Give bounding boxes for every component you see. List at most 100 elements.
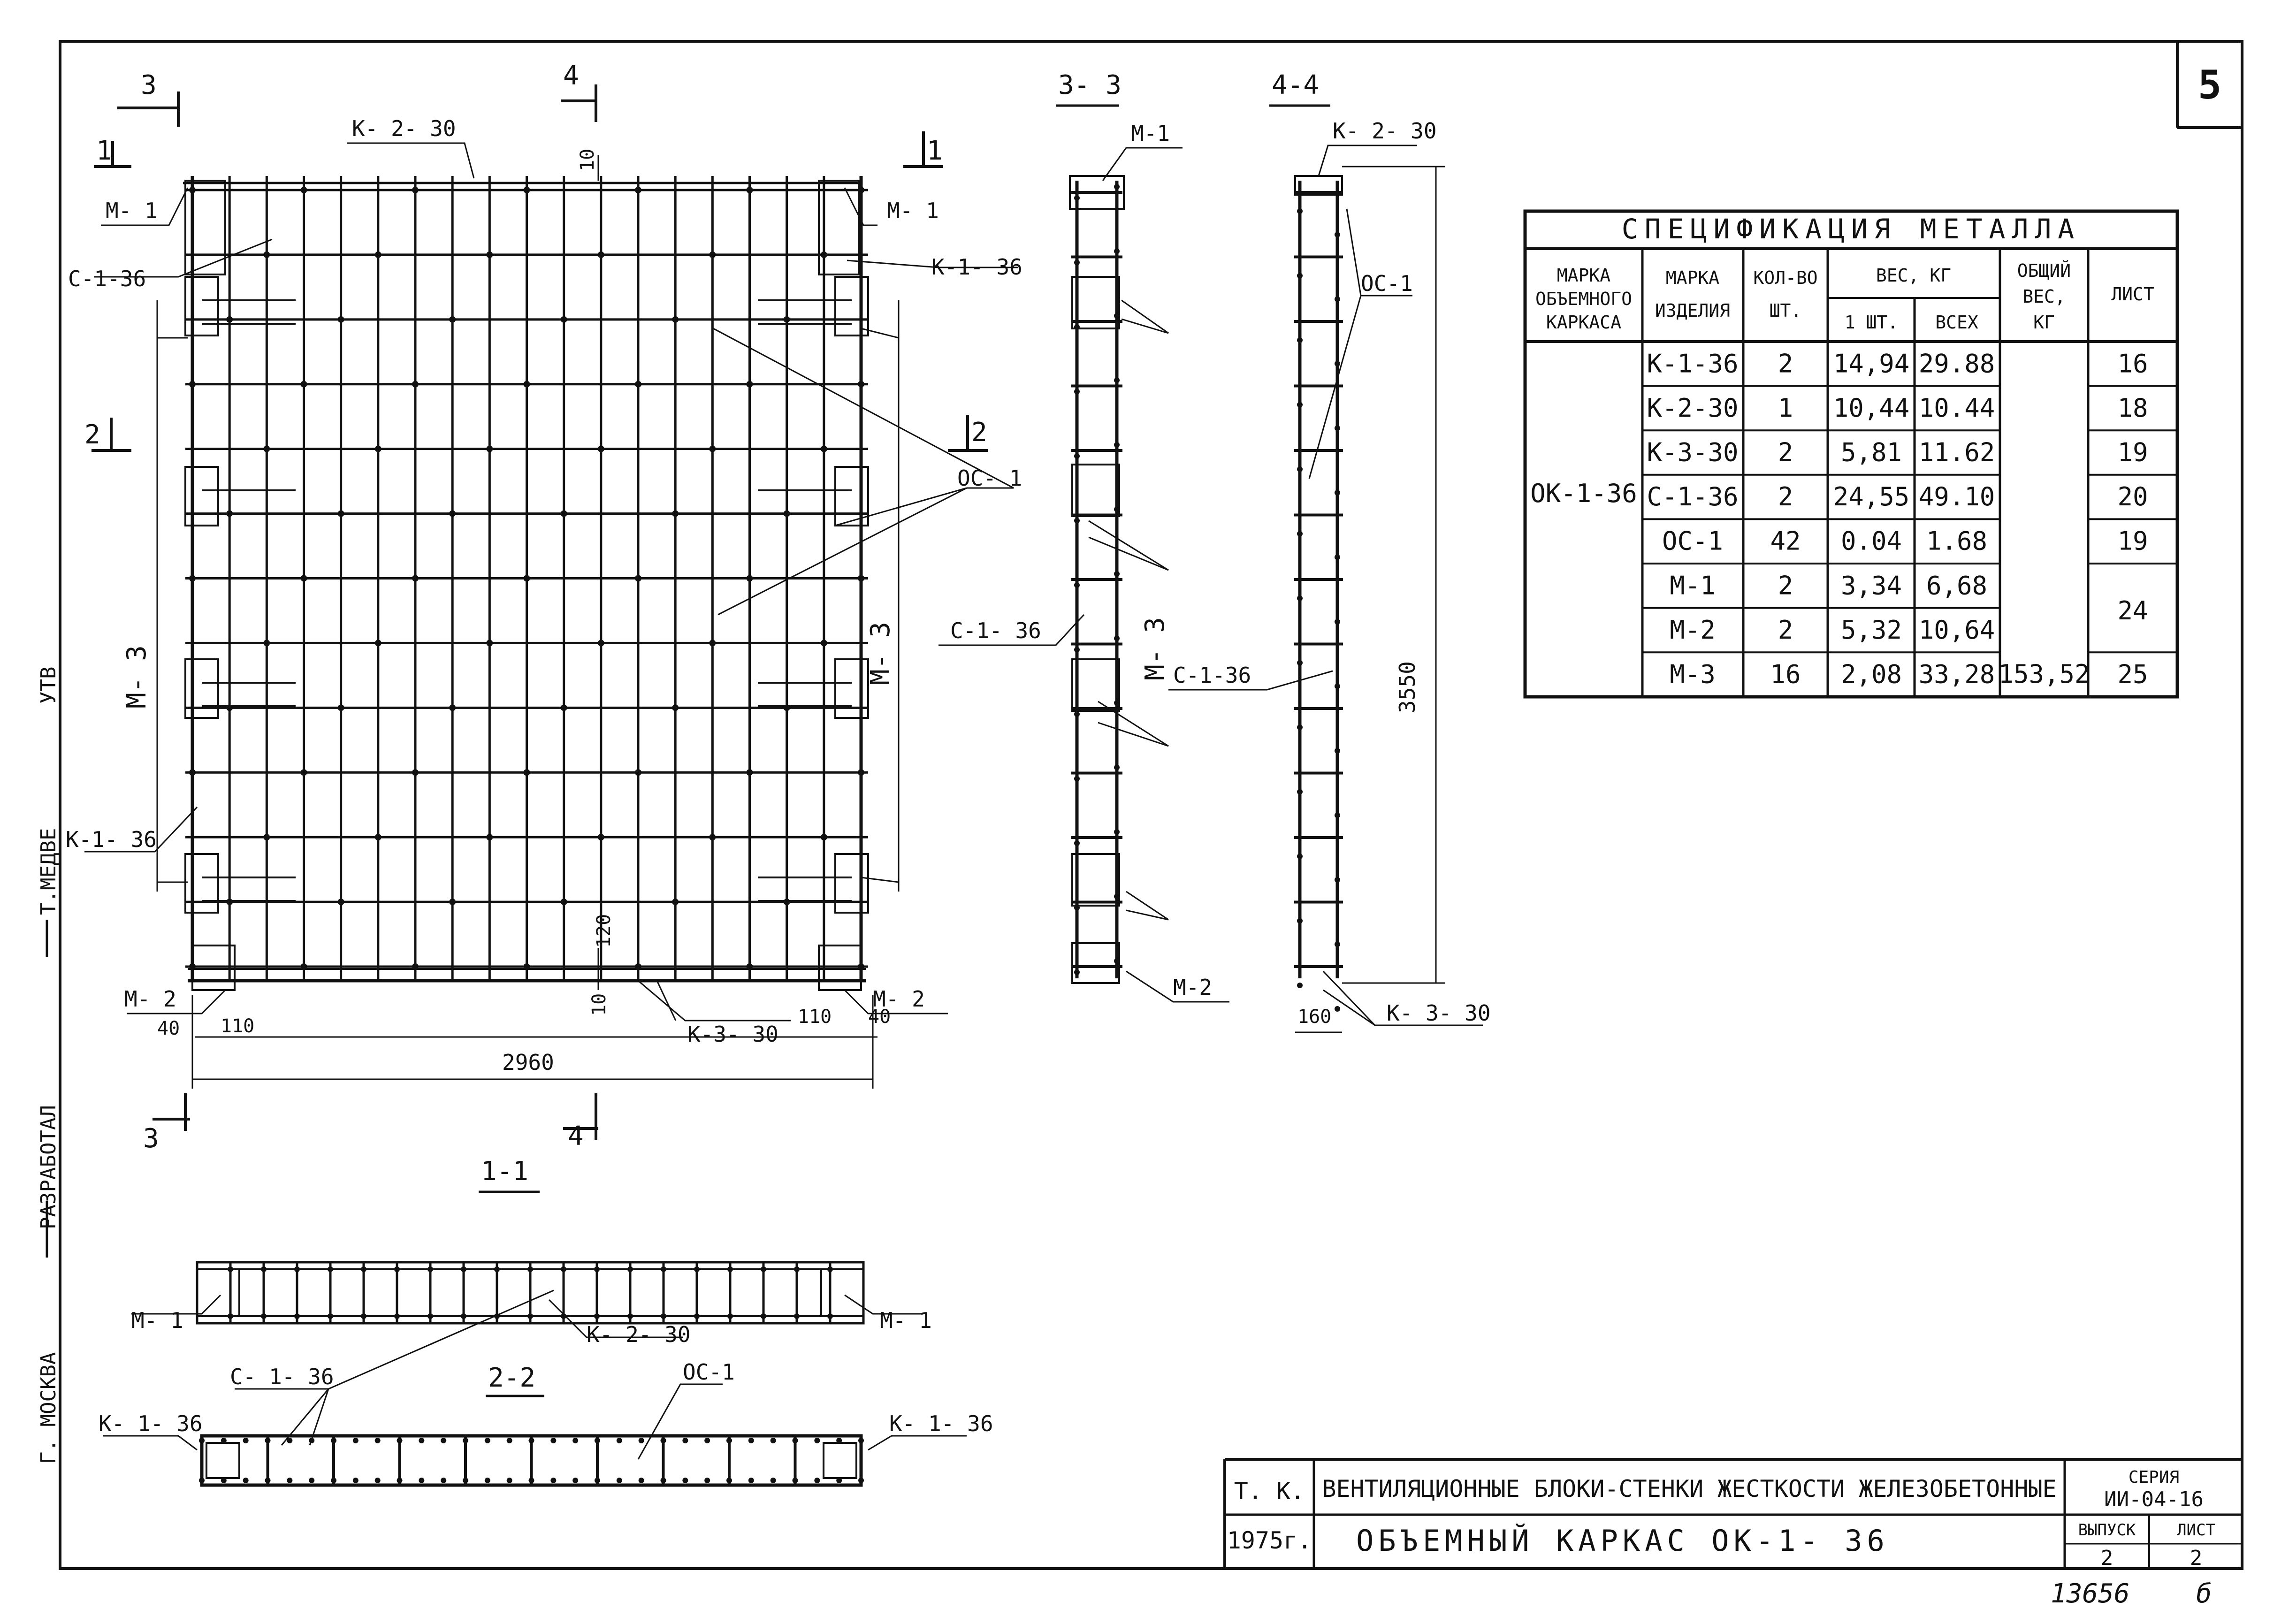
spec-cell-mark: С-1-36 <box>1647 482 1738 511</box>
spec-header-item-1: МАРКА <box>1666 267 1720 288</box>
section-mark-3-top: 3 <box>141 70 157 100</box>
side-stamp-approved: УТВ <box>37 667 61 704</box>
label-c136-v33: С-1- 36 <box>950 618 1041 643</box>
label-m3-left: М- 3 <box>122 645 152 709</box>
spec-header-total-3: КГ <box>2033 312 2055 333</box>
spec-header-qty-1: КОЛ-ВО <box>1753 267 1817 288</box>
section-mark-3-bottom: 3 <box>143 1123 159 1154</box>
label-k230-s11: К- 2- 30 <box>587 1322 691 1347</box>
section-mark-4-bottom: 4 <box>568 1121 584 1151</box>
dim-120: 120 <box>593 914 615 948</box>
spec-row: К-2-30 1 10,44 10.44 18 <box>1647 393 2148 423</box>
spec-header-frame-3: КАРКАСА <box>1546 312 1621 333</box>
spec-cell-qty: 2 <box>1778 615 1793 645</box>
label-k230-top: К- 2- 30 <box>352 116 456 141</box>
title-block-issue-label: ВЫПУСК <box>2078 1521 2136 1540</box>
spec-frame-mark: ОК-1-36 <box>1530 479 1637 508</box>
section-mark-4-top: 4 <box>563 61 579 91</box>
section-mark-1-right: 1 <box>927 136 943 166</box>
spec-cell-weight-one: 2,08 <box>1841 660 1902 689</box>
spec-header-total-1: ОБЩИЙ <box>2017 260 2071 281</box>
dim-110-right: 110 <box>798 1006 832 1028</box>
spec-cell-qty: 2 <box>1778 571 1793 600</box>
spec-cell-sheet: 19 <box>2117 526 2148 556</box>
section-2-2-cage <box>199 1434 864 1487</box>
dim-10-bottom: 10 <box>588 993 610 1016</box>
side-stamp-developed: РАЗРАБОТАЛ <box>37 1105 61 1229</box>
spec-cell-mark: К-3-30 <box>1647 438 1738 467</box>
spec-cell-qty: 16 <box>1770 660 1801 689</box>
spec-cell-weight-one: 5,81 <box>1841 438 1902 467</box>
label-c136-s22: С- 1- 36 <box>230 1364 334 1389</box>
label-m1-top-right: М- 1 <box>887 198 939 223</box>
spec-header-weight: ВЕС, КГ <box>1876 265 1951 286</box>
dim-110-left: 110 <box>221 1015 254 1037</box>
label-m2-v33: М-2 <box>1173 975 1212 1000</box>
spec-cell-weight-one: 24,55 <box>1833 482 1910 511</box>
spec-header-weight-one: 1 ШТ. <box>1845 312 1898 333</box>
view-3-3-cage <box>1069 175 1125 984</box>
spec-cell-mark: М-3 <box>1670 660 1716 689</box>
spec-header-total-2: ВЕС, <box>2022 286 2066 307</box>
label-c136-v44: С-1-36 <box>1173 663 1251 688</box>
spec-cell-sheet: 20 <box>2117 482 2148 511</box>
spec-cell-qty: 2 <box>1778 349 1793 378</box>
label-c136-main: С-1-36 <box>68 266 146 291</box>
dim-40-right: 40 <box>868 1006 891 1028</box>
spec-cell-sheet: 19 <box>2117 438 2148 467</box>
spec-cell-sheet: 18 <box>2117 393 2148 423</box>
spec-cell-qty: 2 <box>1778 482 1793 511</box>
spec-cell-qty: 2 <box>1778 438 1793 467</box>
spec-cell-mark: М-2 <box>1670 615 1716 645</box>
spec-cell-weight-one: 5,32 <box>1841 615 1902 645</box>
label-oc1-v44: ОС-1 <box>1361 271 1413 296</box>
view-1-1-title: 1-1 <box>481 1156 528 1187</box>
spec-header-weight-all: ВСЕХ <box>1935 312 1978 333</box>
label-k136-s22-right: К- 1- 36 <box>889 1411 993 1436</box>
title-block-sheet: 2 <box>2190 1546 2203 1570</box>
label-k230-v44: К- 2- 30 <box>1333 118 1437 144</box>
label-m2-right: М- 2 <box>873 986 925 1012</box>
title-block-subject: ВЕНТИЛЯЦИОННЫЕ БЛОКИ-СТЕНКИ ЖЕСТКОСТИ ЖЕ… <box>1322 1475 2056 1502</box>
spec-table: СПЕЦИФИКАЦИЯ МЕТАЛЛА МАРКА ОБЪЕМНОГО КАР… <box>1523 209 2179 699</box>
spec-cell-qty: 1 <box>1778 393 1793 423</box>
label-oc1-main: ОС- 1 <box>957 465 1022 491</box>
spec-cell-mark: К-2-30 <box>1647 393 1738 423</box>
spec-cell-weight-all: 6,68 <box>1926 571 1987 600</box>
dim-160: 160 <box>1297 1006 1331 1028</box>
sheet-frame <box>59 40 2243 1570</box>
section-1-1: 1-1 М- 1 М- 1 К- 2- 30 <box>131 1156 932 1347</box>
section-mark-2-right: 2 <box>971 417 987 448</box>
title-block-issue: 2 <box>2101 1546 2114 1570</box>
label-k330-main: К-3- 30 <box>687 1022 778 1047</box>
dim-40-left: 40 <box>157 1018 180 1039</box>
title-block: Т. К. 1975г. ВЕНТИЛЯЦИОННЫЕ БЛОКИ-СТЕНКИ… <box>1223 1458 2242 1570</box>
main-view: 3 4 1 1 2 2 3 4 <box>66 61 1022 1154</box>
dim-3550: 3550 <box>1395 661 1420 713</box>
spec-cell-weight-all: 10.44 <box>1919 393 1995 423</box>
spec-cell-mark: ОС-1 <box>1662 526 1723 556</box>
label-k330-v44: К- 3- 30 <box>1387 1000 1491 1026</box>
section-2-2: 2-2 С- 1- 36 ОС-1 К- 1- 36 К- 1- 36 <box>99 1289 993 1487</box>
spec-title: СПЕЦИФИКАЦИЯ МЕТАЛЛА <box>1622 213 2081 245</box>
label-m1-top-left: М- 1 <box>106 198 158 223</box>
spec-cell-weight-one: 10,44 <box>1833 393 1910 423</box>
archive-number: 13656 <box>2051 1578 2130 1609</box>
side-stamp-city: Г. МОСКВА <box>37 1352 61 1464</box>
archive-sheet: б <box>2196 1578 2212 1609</box>
spec-cell-weight-all: 29.88 <box>1919 349 1995 378</box>
spec-header-frame-2: ОБЪЕМНОГО <box>1535 289 1632 309</box>
label-k136-s22-left: К- 1- 36 <box>99 1411 203 1436</box>
title-block-drawing-title: ОБЪЕМНЫЙ КАРКАС ОК-1- 36 <box>1356 1524 1889 1558</box>
view-3-3: 3- 3 М-1 С-1- 36 М- 3 М-2 <box>938 70 1229 1003</box>
view-4-4-cage <box>1294 175 1343 1012</box>
side-stamp-checked: Т.МЕДВЕ <box>37 828 61 915</box>
spec-cell-weight-one: 14,94 <box>1833 349 1910 378</box>
section-mark-2-left: 2 <box>84 419 100 450</box>
spec-cell-weight-one: 0.04 <box>1841 526 1902 556</box>
spec-cell-sheet: 25 <box>2117 660 2148 689</box>
